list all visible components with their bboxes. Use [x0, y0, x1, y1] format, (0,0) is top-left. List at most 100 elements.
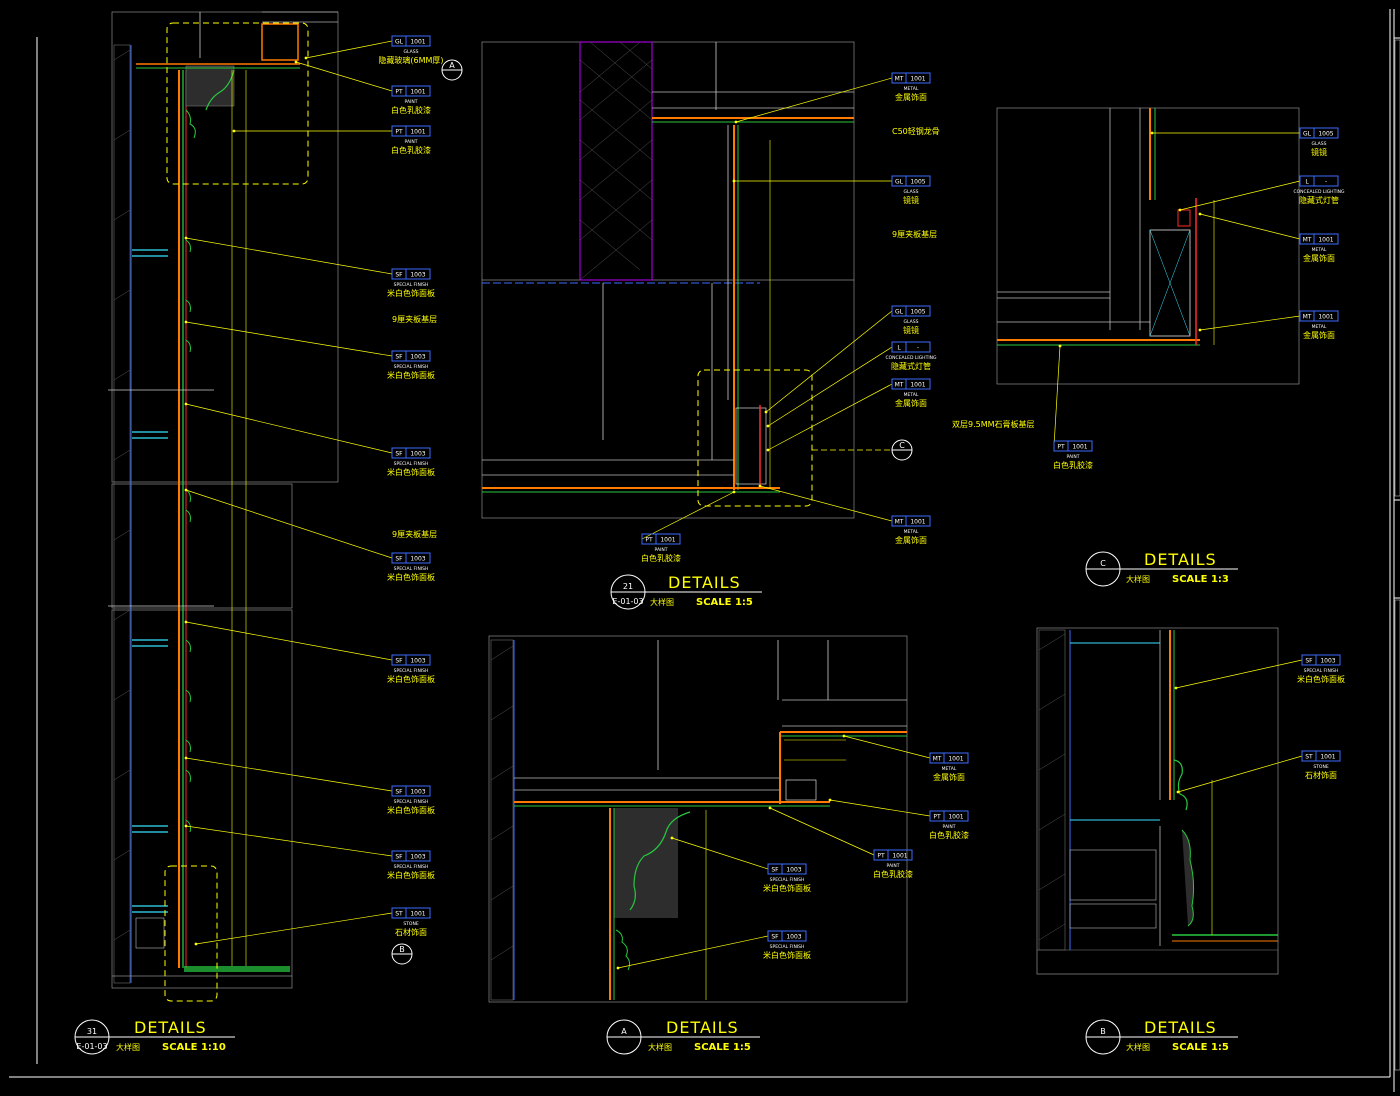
callout-code: MT: [895, 382, 904, 389]
callout-material-cn: 白色乳胶漆: [929, 830, 969, 840]
callout-material-cn: 米白色饰面板: [763, 950, 811, 960]
title-sheet-ref: E-01-03: [76, 1042, 107, 1051]
callout-material-cn: 米白色饰面板: [387, 288, 435, 298]
callout-number: 1005: [910, 309, 925, 316]
callout-material-cn: 白色乳胶漆: [391, 105, 431, 115]
section-ref-c: C: [899, 441, 905, 450]
title-cn: 大样图: [1126, 1042, 1150, 1052]
callout-leader-dot: [1198, 328, 1202, 332]
section-reference-markers: A B C: [391, 59, 913, 965]
callout-leader-dot: [758, 484, 762, 488]
callout-material-cn: 金属饰面: [1303, 330, 1335, 340]
callout-number: 1001: [410, 911, 425, 918]
callout-material-cn: 隐藏式灯管: [891, 361, 931, 371]
callout-category: PAINT: [943, 824, 956, 830]
callout-number: 1001: [410, 89, 425, 96]
callout-category: PAINT: [405, 99, 418, 105]
callout-category: SPECIAL FINISH: [394, 668, 429, 674]
callout-code: SF: [395, 354, 403, 361]
callout-material-cn: 石材饰面: [395, 927, 427, 937]
callout-code: SF: [395, 556, 403, 563]
callout-leader-dot: [1198, 212, 1202, 216]
callout-leader-dot: [734, 120, 738, 124]
title-cn: 大样图: [648, 1042, 672, 1052]
callout-code: GL: [895, 179, 904, 186]
callout-category: SPECIAL FINISH: [394, 566, 429, 572]
callout-material-cn: 隐藏式灯管: [1299, 195, 1339, 205]
callout-code: SF: [395, 789, 403, 796]
callout-leader-dot: [828, 798, 832, 802]
callout-number: 1003: [410, 451, 425, 458]
callout-material-cn: 米白色饰面板: [387, 674, 435, 684]
callout-code: L: [897, 345, 901, 352]
callout-leader: [1175, 659, 1303, 689]
title-scale: SCALE 1:5: [696, 597, 753, 608]
callout-number: 1001: [1072, 444, 1087, 451]
callout-category: GLASS: [904, 319, 919, 325]
callout-material-cn: 金属饰面: [895, 398, 927, 408]
callout-category: SPECIAL FINISH: [1304, 668, 1339, 674]
callout-category: PAINT: [405, 139, 418, 145]
callout-leader: [1053, 345, 1061, 447]
callout-leader: [829, 799, 931, 817]
callout-category: SPECIAL FINISH: [394, 364, 429, 370]
callout-material-cn: 米白色饰面板: [387, 572, 435, 582]
callout-material-cn: 白色乳胶漆: [391, 145, 431, 155]
leader-lines: [184, 40, 1303, 970]
callout-code: PT: [395, 89, 403, 96]
callout-material-cn: 米白色饰面板: [387, 805, 435, 815]
title-cn: 大样图: [116, 1042, 140, 1052]
callout-number: 1001: [948, 756, 963, 763]
callout-category: METAL: [1312, 324, 1327, 330]
callout-leader-dot: [1058, 344, 1062, 348]
callout-material-cn: 金属饰面: [1303, 253, 1335, 263]
title-cn: 大样图: [650, 597, 674, 607]
callout-leader-dot: [842, 734, 846, 738]
detail-c-light-trough: [996, 107, 1300, 385]
callout-leader-dot: [1176, 790, 1180, 794]
callout-leader: [185, 321, 393, 357]
callout-code: ST: [395, 911, 403, 918]
callout-category: GLASS: [904, 189, 919, 195]
callout-leader-dot: [294, 60, 298, 64]
callout-leader-dot: [184, 620, 188, 624]
callout-code: PT: [1057, 444, 1065, 451]
title-scale: SCALE 1:10: [162, 1042, 226, 1053]
callout-number: -: [1325, 179, 1327, 186]
callout-material-cn: 隐藏玻璃(6MM厚): [378, 55, 443, 65]
callout-leader: [1199, 213, 1301, 240]
callout-code: GL: [895, 309, 904, 316]
title-symbol: 21: [623, 582, 633, 591]
title-sheet-ref: E-01-03: [612, 597, 643, 606]
callout-category: STONE: [403, 921, 419, 927]
callout-leader-dot: [732, 490, 736, 494]
callout-number: 1001: [948, 814, 963, 821]
callout-number: 1001: [910, 382, 925, 389]
callout-leader-dot: [232, 129, 236, 133]
callout-leader: [185, 403, 393, 454]
title-heading: DETAILS: [668, 573, 741, 592]
callout-code: L: [1305, 179, 1309, 186]
callout-material-cn: 石材饰面: [1305, 770, 1337, 780]
callout-material-cn: 白色乳胶漆: [873, 869, 913, 879]
callout-code: SF: [395, 451, 403, 458]
callout-number: 1003: [410, 789, 425, 796]
callout-leader-dot: [184, 402, 188, 406]
plain-notes: 9厘夹板基层 9厘夹板基层 C50轻钢龙骨 9厘夹板基层 双层9.5MM石膏板基…: [392, 126, 1035, 539]
detail-b-stone-base: [1036, 627, 1279, 975]
callout-code: MT: [1303, 237, 1312, 244]
callout-leader: [185, 489, 393, 559]
callout-leader: [671, 837, 769, 870]
callout-leader-dot: [1174, 686, 1178, 690]
